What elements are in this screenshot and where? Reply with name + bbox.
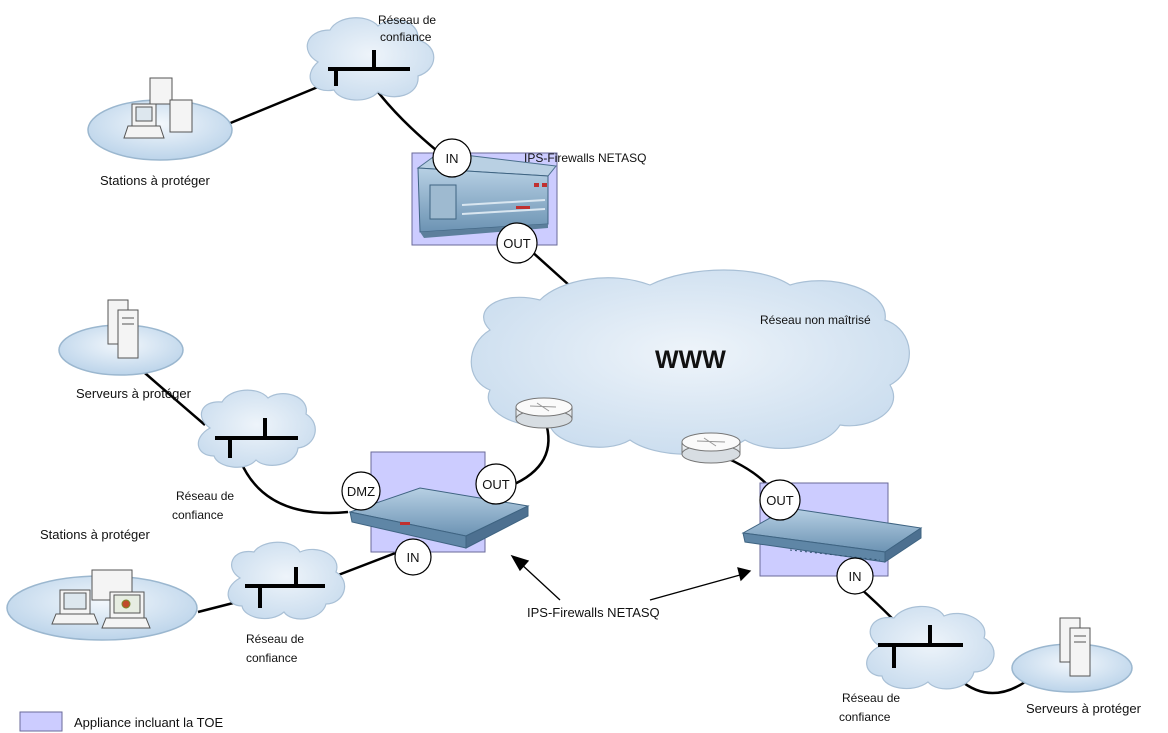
top-firewall-label: IPS-Firewalls NETASQ <box>524 151 646 165</box>
top-trust-network-label-line1: Réseau de <box>378 13 436 27</box>
right-bottom-network-label-line2: confiance <box>839 710 891 724</box>
top-in-port-label: IN <box>446 151 459 166</box>
top-out-port-label: OUT <box>503 236 531 251</box>
right-router-icon <box>681 432 741 464</box>
left-dmz-port: DMZ <box>341 471 381 511</box>
servers-icon <box>1059 617 1091 677</box>
right-out-port: OUT <box>759 479 801 521</box>
left-bottom-network-cloud <box>227 541 346 620</box>
workstations-icon <box>123 77 193 139</box>
link-stations-top-network <box>227 80 331 126</box>
top-trust-network-label-line2: confiance <box>380 30 432 44</box>
legend-swatch <box>19 711 63 732</box>
left-servers-label: Serveurs à protéger <box>76 386 192 401</box>
top-out-port: OUT <box>496 222 538 264</box>
servers-icon <box>107 299 139 359</box>
link-right-network-servers <box>959 679 1026 695</box>
internet-description-label: Réseau non maîtrisé <box>760 313 871 327</box>
right-out-port-label: OUT <box>766 493 794 508</box>
workstations-icon <box>51 569 151 629</box>
left-in-port: IN <box>394 538 432 576</box>
network-bus-icon <box>245 567 325 608</box>
left-dmz-network-cloud <box>197 389 316 468</box>
network-bus-icon <box>328 50 410 86</box>
internet-cloud-label: WWW <box>655 346 726 374</box>
left-dmz-network-label-line2: confiance <box>172 508 224 522</box>
left-dmz-network-label-line1: Réseau de <box>176 489 234 503</box>
left-out-port-label: OUT <box>482 477 510 492</box>
right-firewall-appliance <box>741 482 923 577</box>
top-in-port: IN <box>432 138 472 178</box>
legend-label: Appliance incluant la TOE <box>74 715 223 730</box>
left-dmz-port-label: DMZ <box>347 484 375 499</box>
network-bus-icon <box>878 625 963 668</box>
left-router-icon <box>515 397 573 429</box>
firewall-callout-arrows <box>510 554 752 601</box>
right-in-port-label: IN <box>849 569 862 584</box>
left-in-port-label: IN <box>407 550 420 565</box>
legend: Appliance incluant la TOE <box>19 711 223 732</box>
left-servers-disc <box>58 299 184 376</box>
left-bottom-network-label-line2: confiance <box>246 651 298 665</box>
left-out-port: OUT <box>475 463 517 505</box>
right-servers-label: Serveurs à protéger <box>1026 701 1142 716</box>
right-in-port: IN <box>836 557 874 595</box>
link-left-firewall-router <box>509 419 550 488</box>
top-stations-label: Stations à protéger <box>100 173 211 188</box>
link-top-network-firewall <box>377 91 437 151</box>
top-firewall-appliance <box>411 151 558 246</box>
right-bottom-network-cloud <box>866 605 995 690</box>
right-servers-disc <box>1011 617 1133 693</box>
shared-firewall-label: IPS-Firewalls NETASQ <box>527 605 660 620</box>
left-stations-disc <box>6 569 198 641</box>
left-stations-label: Stations à protéger <box>40 527 151 542</box>
left-bottom-network-label-line1: Réseau de <box>246 632 304 646</box>
network-bus-icon <box>215 418 298 458</box>
link-dmz-network-firewall <box>238 459 349 515</box>
top-trust-network-cloud <box>306 17 435 101</box>
right-bottom-network-label-line1: Réseau de <box>842 691 900 705</box>
top-stations-disc <box>87 77 233 161</box>
